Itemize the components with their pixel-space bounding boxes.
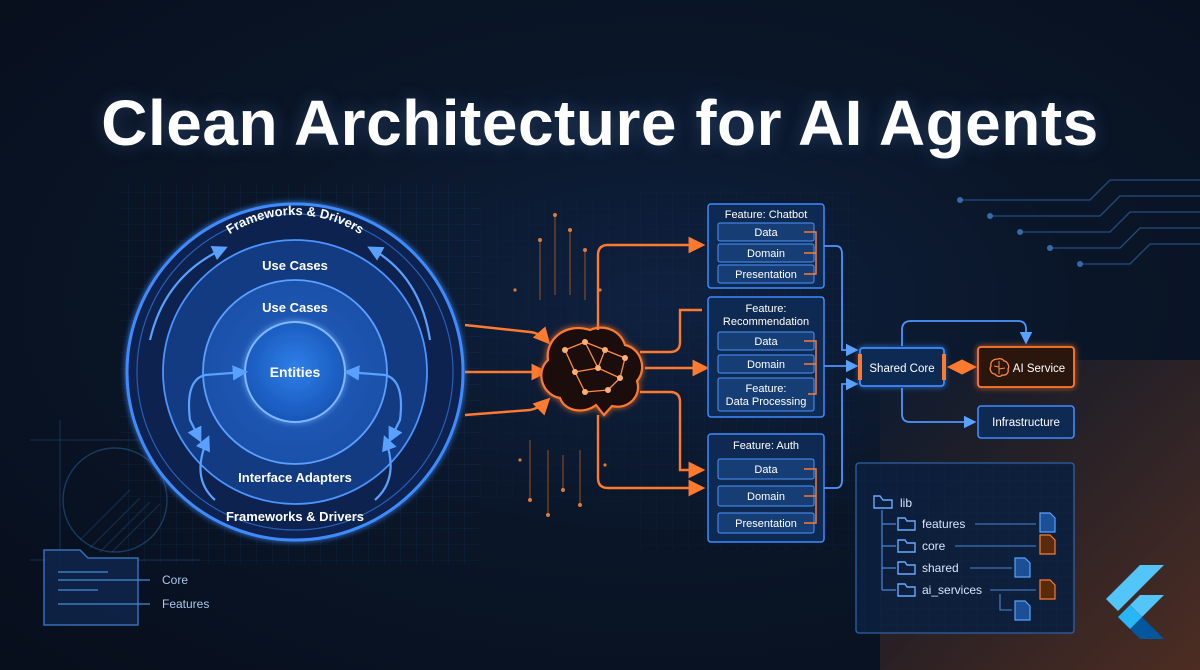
brain-circuit-traces bbox=[529, 215, 586, 515]
file-icon bbox=[1014, 600, 1031, 621]
file-icon bbox=[1039, 534, 1056, 555]
shared-core-node: Shared Core bbox=[858, 347, 946, 387]
folder-icon bbox=[897, 583, 916, 597]
onion-ring2-label: Use Cases bbox=[262, 258, 328, 273]
flutter-logo-icon bbox=[1106, 565, 1164, 639]
tree-item: core bbox=[922, 539, 946, 553]
tree-item: shared bbox=[922, 561, 959, 575]
shared-core-label: Shared Core bbox=[869, 363, 934, 375]
tree-item: features bbox=[922, 517, 965, 531]
feature-connectors bbox=[596, 236, 710, 497]
feature-title: Feature: bbox=[746, 303, 787, 315]
feature-recommendation: Feature: Recommendation Data Domain Feat… bbox=[707, 296, 825, 418]
layer-label: Feature: bbox=[746, 383, 787, 395]
layer-label: Data bbox=[754, 227, 778, 239]
folder-icon bbox=[897, 561, 916, 575]
tree-item: ai_services bbox=[922, 583, 982, 597]
folder-icon bbox=[897, 517, 916, 531]
feature-title: Feature: Auth bbox=[733, 440, 799, 452]
file-icon bbox=[1014, 557, 1031, 578]
layer-label: Presentation bbox=[735, 518, 797, 530]
onion-core-label: Entities bbox=[270, 364, 321, 380]
mini-folder: Core Features bbox=[43, 549, 209, 626]
layer-label: Presentation bbox=[735, 269, 797, 281]
feature-title: Feature: Chatbot bbox=[725, 209, 808, 221]
file-icon bbox=[1039, 512, 1056, 533]
feature-chatbot: Feature: Chatbot Data Domain Presentatio… bbox=[707, 203, 825, 289]
loop-connector bbox=[901, 320, 1033, 346]
folder-icon bbox=[873, 495, 893, 509]
tree-root-label: lib bbox=[900, 496, 912, 510]
page-title: Clean Architecture for AI Agents bbox=[101, 87, 1099, 159]
ai-service-label: AI Service bbox=[1013, 363, 1065, 375]
input-connectors bbox=[464, 323, 551, 417]
infrastructure-connector bbox=[901, 388, 977, 429]
dependency-arrows bbox=[148, 246, 432, 501]
infrastructure-label: Infrastructure bbox=[992, 417, 1060, 429]
onion-diagram: Frameworks & Drivers Use Cases Use Cases… bbox=[125, 202, 465, 542]
infrastructure-node: Infrastructure bbox=[977, 405, 1075, 439]
brain-circuit-icon bbox=[540, 326, 644, 417]
mini-folder-item: Features bbox=[162, 597, 209, 611]
file-tree-panel: lib features core shared ai_services bbox=[855, 462, 1075, 634]
layer-label: Data bbox=[754, 336, 778, 348]
layer-label: Domain bbox=[747, 359, 785, 371]
layer-label: Data bbox=[754, 464, 778, 476]
ai-service-node: AI Service bbox=[977, 346, 1075, 388]
onion-interface-adapters-label: Interface Adapters bbox=[238, 470, 352, 485]
shared-core-connectors bbox=[824, 245, 859, 489]
folder-icon bbox=[897, 539, 916, 553]
layer-label: Domain bbox=[747, 491, 785, 503]
layer-label: Data Processing bbox=[726, 396, 807, 408]
feature-auth: Feature: Auth Data Domain Presentation bbox=[707, 433, 825, 543]
brain-icon bbox=[989, 357, 1010, 378]
layer-label: Domain bbox=[747, 248, 785, 260]
onion-outer-bottom-label: Frameworks & Drivers bbox=[226, 509, 364, 524]
onion-ring3-label: Use Cases bbox=[262, 300, 328, 315]
file-icon bbox=[1039, 579, 1056, 600]
feature-title: Recommendation bbox=[723, 316, 809, 328]
mini-folder-item: Core bbox=[162, 573, 188, 587]
